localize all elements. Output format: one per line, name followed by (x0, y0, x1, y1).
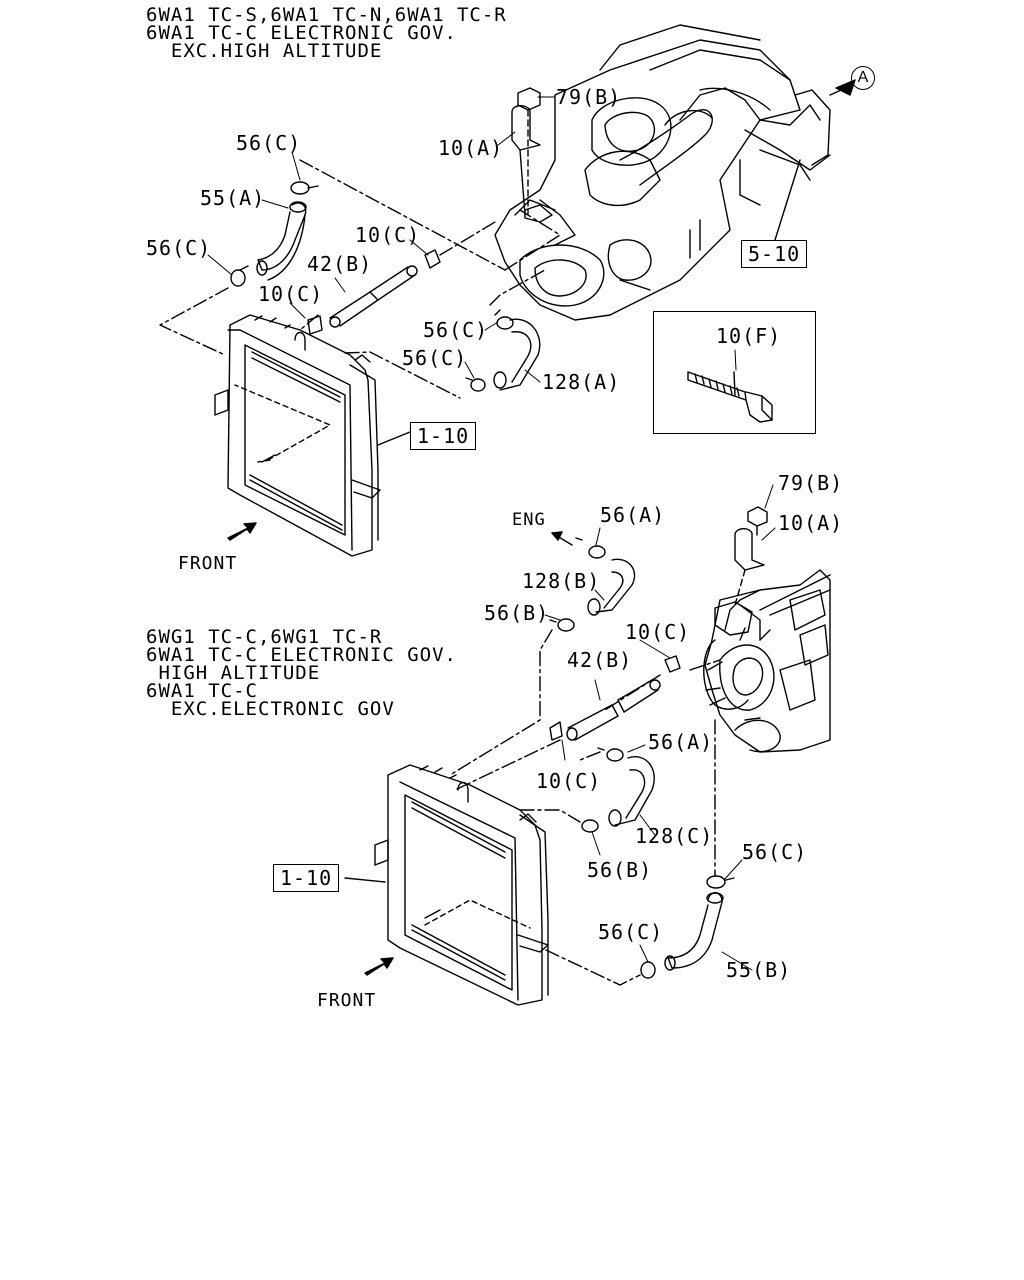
label-79b-bottom: 79(B) (778, 471, 844, 495)
label-42b-bottom: 42(B) (567, 648, 633, 672)
label-56c-top-2: 56(C) (146, 236, 212, 260)
label-56b-bottom-1: 56(B) (484, 601, 550, 625)
label-128c: 128(C) (635, 824, 714, 848)
front-label-bottom: FRONT (317, 990, 377, 1011)
label-10f: 10(F) (716, 324, 782, 348)
model-note-bottom-5: EXC.ELECTRONIC GOV (146, 698, 395, 720)
radiator-top (214, 314, 381, 557)
detail-inset (653, 311, 816, 434)
label-56c-top-4: 56(C) (402, 346, 468, 370)
front-arrow-bottom (364, 957, 394, 976)
label-56c-top-1: 56(C) (236, 131, 302, 155)
model-note-bottom-1: 6WG1 TC-C,6WG1 TC-R (146, 626, 383, 648)
model-note-top-1: 6WA1 TC-S,6WA1 TC-N,6WA1 TC-R (146, 4, 507, 26)
cable-tie-inset (687, 371, 773, 423)
label-56a-bottom-1: 56(A) (600, 503, 666, 527)
label-128a: 128(A) (542, 370, 621, 394)
hidden-lines-top (234, 384, 331, 463)
hose-128b (549, 537, 636, 632)
hose-128c (581, 747, 655, 833)
leader-lines-top (159, 159, 561, 399)
label-55a: 55(A) (200, 186, 266, 210)
model-note-top-3: EXC.HIGH ALTITUDE (146, 40, 383, 62)
ref-1-10-bottom[interactable]: 1-10 (273, 864, 340, 892)
model-note-bottom-3: HIGH ALTITUDE (146, 662, 321, 684)
pipe-42b-bottom (549, 655, 681, 741)
label-10a-top: 10(A) (438, 136, 504, 160)
model-note-bottom-4: 6WA1 TC-C (146, 680, 258, 702)
model-note-top-2: 6WA1 TC-C ELECTRONIC GOV. (146, 22, 457, 44)
hose-55a (230, 181, 319, 287)
bracket-bottom (734, 506, 768, 606)
engine-bottom (703, 569, 831, 753)
label-leaders (207, 96, 776, 971)
front-label-top: FRONT (178, 553, 238, 574)
label-56a-bottom-2: 56(A) (648, 730, 714, 754)
label-10c-top-1: 10(C) (355, 223, 421, 247)
label-10a-bottom: 10(A) (778, 511, 844, 535)
label-56b-bottom-2: 56(B) (587, 858, 653, 882)
ref-5-10[interactable]: 5-10 (741, 240, 808, 268)
hidden-lines-bottom (424, 899, 531, 929)
view-a-marker: A (851, 66, 875, 90)
label-79b-top: 79(B) (556, 85, 622, 109)
label-10c-top-2: 10(C) (258, 282, 324, 306)
engine-top (494, 24, 831, 321)
hose-55b (640, 875, 735, 979)
front-arrow-top (227, 522, 257, 541)
label-10c-bottom-1: 10(C) (625, 620, 691, 644)
leader-1-10-top (377, 431, 411, 446)
label-55b: 55(B) (726, 958, 792, 982)
label-56c-top-3: 56(C) (423, 318, 489, 342)
radiator-bottom (374, 764, 549, 1006)
label-eng: ENG (512, 510, 546, 530)
leader-1-10-bottom (344, 877, 386, 883)
bracket-top (511, 87, 553, 223)
view-a-arrow (829, 79, 856, 96)
label-56c-bottom-1: 56(C) (742, 840, 808, 864)
ref-1-10-top[interactable]: 1-10 (410, 422, 477, 450)
label-128b: 128(B) (522, 569, 601, 593)
label-10c-bottom-2: 10(C) (536, 769, 602, 793)
leader-5-10 (774, 159, 801, 241)
leader-lines-bottom (449, 629, 721, 986)
label-42b-top: 42(B) (307, 252, 373, 276)
eng-arrow-head (551, 531, 563, 541)
model-note-bottom-2: 6WA1 TC-C ELECTRONIC GOV. (146, 644, 457, 666)
label-56c-bottom-2: 56(C) (598, 920, 664, 944)
